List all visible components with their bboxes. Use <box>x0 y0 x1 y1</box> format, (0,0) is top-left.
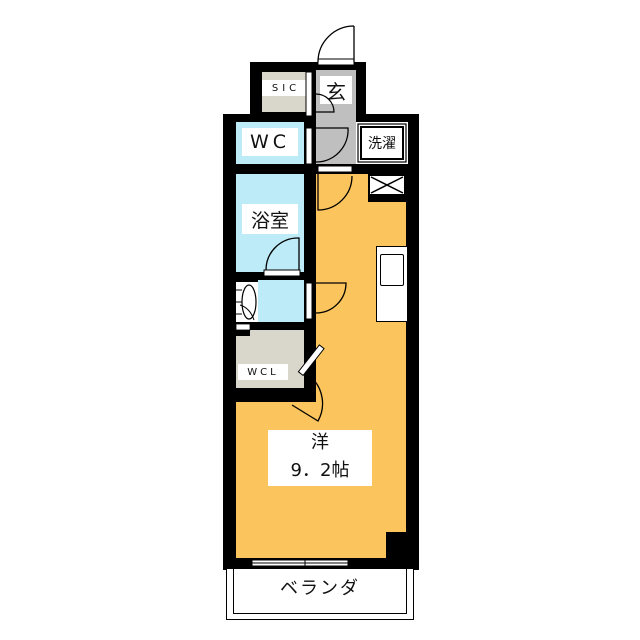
room-western-label: 洋 <box>268 430 372 453</box>
balcony-inner <box>233 568 407 614</box>
kitchen-sink <box>380 254 404 286</box>
room-laundry-label: 洗濯 <box>360 126 404 160</box>
room-washroom <box>258 280 304 322</box>
room-sic-label: SIC <box>262 80 310 96</box>
room-bath-label: 浴室 <box>242 204 298 234</box>
room-entrance-label: 玄 <box>320 76 352 104</box>
kitchen-counter <box>376 246 408 322</box>
corner-pillar <box>386 532 419 570</box>
room-wc-label: WC <box>242 128 298 156</box>
balcony-label: ベランダ <box>260 574 380 600</box>
room-western-size: 9．2帖 <box>268 452 372 486</box>
sink <box>236 282 258 322</box>
room-wcl-label: WCL <box>238 364 288 380</box>
